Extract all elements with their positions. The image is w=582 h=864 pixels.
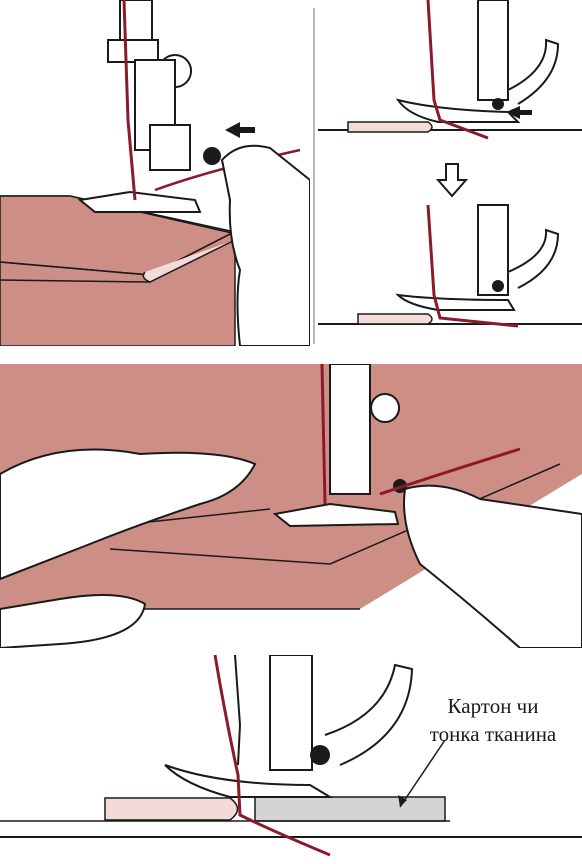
foot-holder: [150, 125, 190, 170]
fabric-fold-bottom: [358, 314, 432, 324]
shank-top: [478, 0, 508, 100]
button-knob: [203, 147, 221, 165]
callout-line-2: тонка тканина: [408, 720, 578, 748]
illustration-cardboard: [0, 655, 582, 864]
callout-line-1: Картон чи: [408, 692, 578, 720]
needle-clamp: [108, 40, 158, 62]
panel-cardboard-under-foot: [0, 655, 582, 864]
lever-bottom: [508, 230, 558, 288]
shank: [330, 364, 370, 494]
fabric-fold: [105, 798, 238, 820]
foot-bottom: [398, 295, 514, 310]
needle: [235, 655, 240, 765]
push-arrow-icon: [225, 122, 255, 138]
panel-side-views: [318, 0, 582, 346]
callout-label: Картон чи тонка тканина: [408, 692, 578, 748]
illustration-side-views: [318, 0, 582, 346]
button-knob-top: [492, 98, 504, 110]
button-knob: [310, 745, 330, 765]
panel-hands-guiding-fabric: [0, 364, 582, 648]
shank-bottom: [478, 205, 508, 295]
panel-divider: [313, 8, 315, 344]
illustration-press-button: [0, 0, 310, 346]
button-knob-bottom: [492, 280, 504, 292]
panel-press-button-on-fabric: [0, 0, 310, 346]
illustration-hands-guiding: [0, 364, 582, 648]
lever-top: [508, 40, 558, 104]
presser-foot: [80, 192, 200, 212]
lever: [325, 665, 412, 765]
cardboard-sheet: [255, 797, 445, 821]
hollow-down-arrow-icon: [438, 164, 466, 196]
needle-screw: [371, 394, 399, 422]
shank: [270, 655, 312, 770]
fabric-fold-top: [348, 122, 432, 132]
